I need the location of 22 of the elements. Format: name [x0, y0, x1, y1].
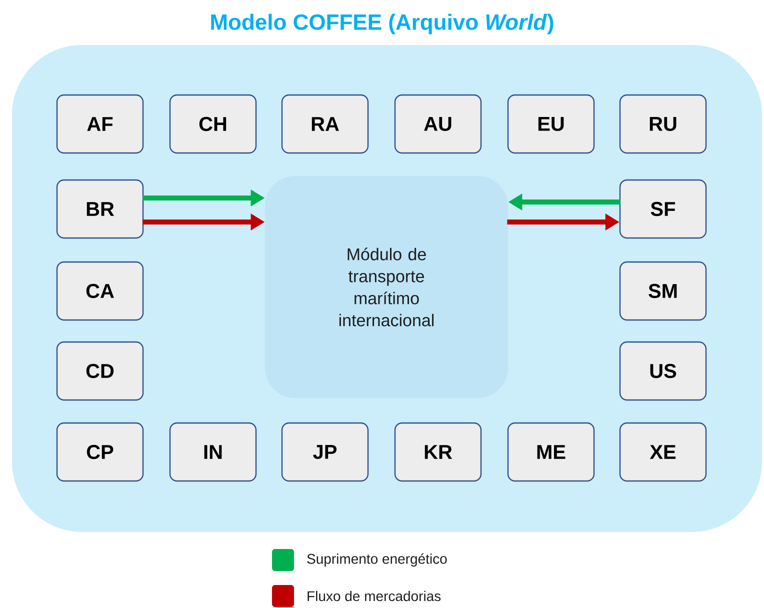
region-box: XE [619, 422, 707, 482]
region-box: AU [394, 94, 482, 154]
region-box: JP [281, 422, 369, 482]
region-box: RA [281, 94, 369, 154]
region-box: US [619, 341, 707, 401]
module-box: Módulo de transporte marítimo internacional [265, 176, 508, 398]
region-box: EU [507, 94, 595, 154]
region-box: CH [169, 94, 257, 154]
region-box: BR [56, 179, 144, 239]
region-box: CA [56, 261, 144, 321]
region-box: KR [394, 422, 482, 482]
region-box: CD [56, 341, 144, 401]
region-box: AF [56, 94, 144, 154]
region-box: ME [507, 422, 595, 482]
region-box: SM [619, 261, 707, 321]
region-box: CP [56, 422, 144, 482]
region-box: SF [619, 179, 707, 239]
legend-label: Fluxo de mercadorias [308, 590, 441, 602]
title: Modelo COFFEE (Arquivo World) [211, 14, 554, 34]
region-box: IN [169, 422, 257, 482]
legend-label: Suprimento energético [307, 553, 447, 567]
region-box: RU [619, 94, 707, 154]
